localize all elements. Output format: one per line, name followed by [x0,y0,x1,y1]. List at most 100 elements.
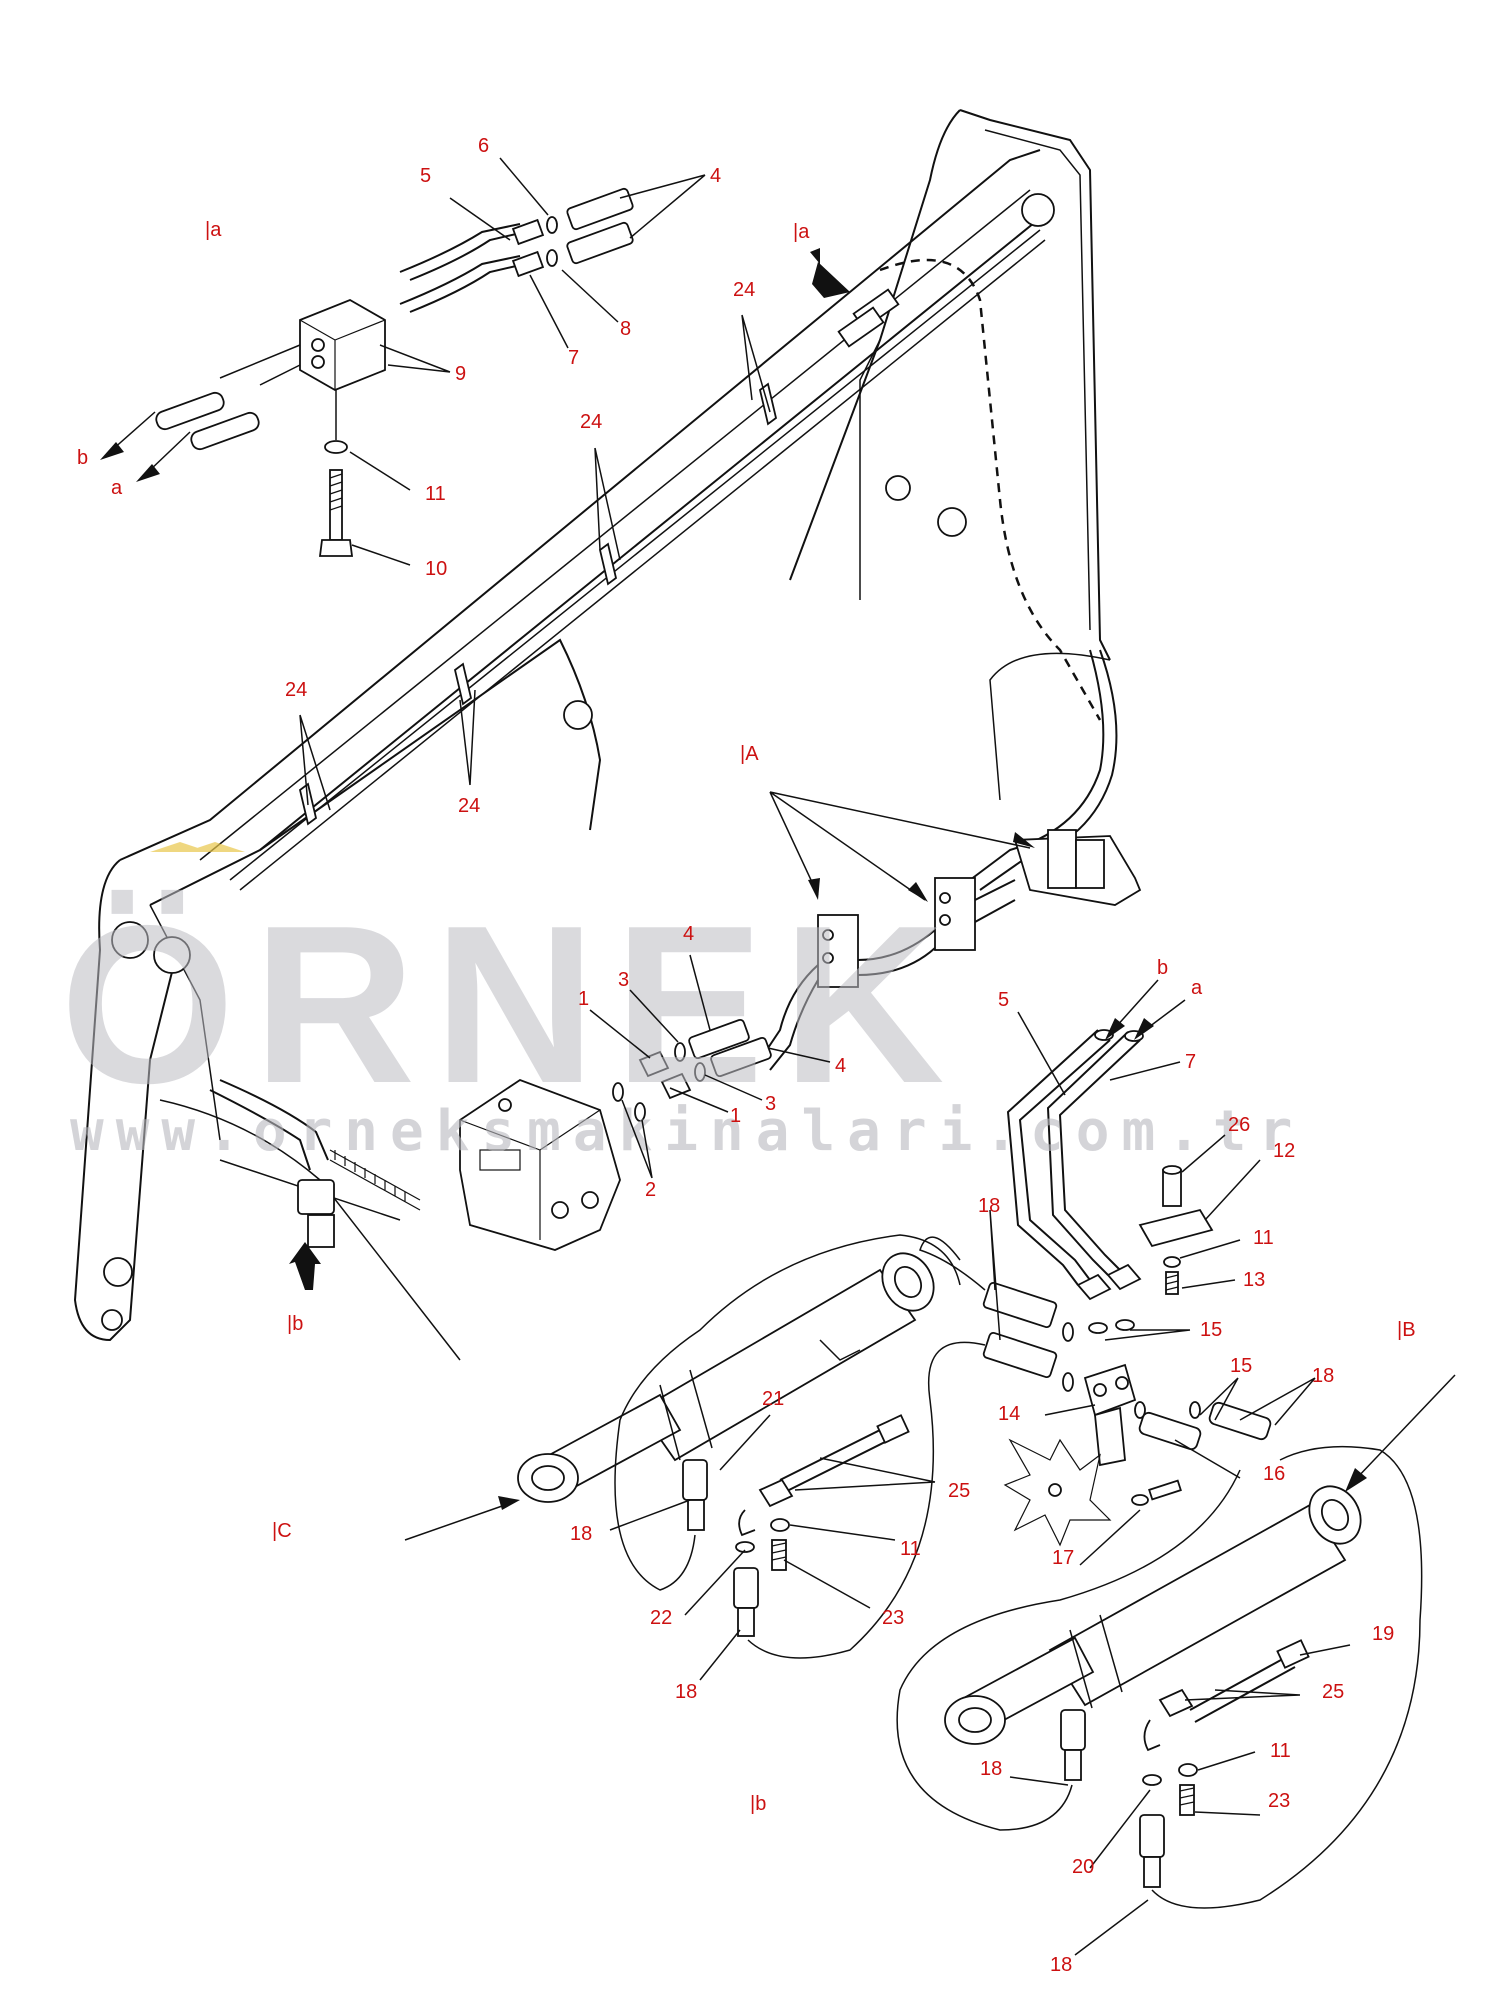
oring-15-a [1088,1322,1108,1334]
arm-outline [73,859,181,1342]
spacer-26-top [1162,1165,1182,1175]
clamp-block-right-1 [1047,829,1077,889]
boom-top-edge [119,149,1041,861]
bracket-assembly-12 [1138,1165,1214,1295]
oring-hose-upper [1062,1322,1074,1342]
callout-18-b-bottom: 18 [1050,1954,1072,1976]
leader-3a [629,989,679,1043]
leader-24d [459,689,476,786]
control-valve-port-3 [498,1098,512,1112]
ref-b-left: |b [287,1313,303,1335]
hose-18-C-top [682,1459,708,1501]
control-valve-edges [459,1109,601,1240]
arrow-B-line [1354,1374,1456,1481]
arm-pin-left [111,921,149,959]
callout-12: 12 [1273,1140,1295,1162]
callout-21: 21 [762,1388,784,1410]
callout-25-b: 25 [1322,1681,1344,1703]
leader-12 [1204,1159,1261,1221]
callout-24-lower: 24 [458,795,480,817]
leader-21 [719,1414,771,1471]
fitting-16-b [1208,1401,1272,1441]
manifold-port-2 [1115,1376,1129,1390]
callout-3-a: 3 [618,969,629,991]
callout-3-b: 3 [765,1093,776,1115]
oring-2-a [612,1082,624,1102]
leader-15b [1199,1377,1239,1421]
callout-labels: |a |a |A |b |B |C |b 5 6 4 7 8 9 11 10 b… [77,135,1416,1976]
pipe-5-right-b [1006,1029,1099,1286]
leader-6 [499,157,549,216]
cylinder-C-rod-eye-hole [531,1465,565,1491]
leader-19 [1299,1644,1351,1656]
arm-inner-line [149,904,221,1141]
boom-base-curve [989,652,1111,801]
bolt-10-shaft [329,469,343,541]
oring-2-b [634,1102,646,1122]
bolt-10-thread [329,473,343,511]
hose-18-B-bottom [1139,1814,1165,1858]
pipe-5-right-a [1018,1039,1111,1281]
clamp-mid-hole-2 [939,914,951,926]
callout-11-b: 11 [1270,1740,1291,1762]
arrow-C-head [498,1496,520,1510]
arrow-a-left-line [147,431,191,473]
manifold-14 [1003,1363,1182,1547]
hose-4-valve-a [688,1018,750,1060]
callout-14: 14 [998,1403,1020,1425]
leader-5b [1017,1011,1066,1096]
callout-15-a: 15 [1200,1319,1222,1341]
hose-to-valve-1 [759,964,819,1061]
hoses-18-manifold [919,1236,1074,1392]
hose-18-B-bottom-stem [1143,1856,1161,1888]
boom-bracket-pin [937,507,967,537]
pipe-7-end [511,250,545,278]
callout-23-c: 23 [882,1607,904,1629]
cylinder-C-barrel [638,1268,917,1462]
callout-18-c-top: 18 [570,1523,592,1545]
leader-23a [783,1559,871,1609]
arm-hose-2 [219,1079,329,1161]
arm-hose-1 [209,1089,311,1171]
callout-16: 16 [1263,1463,1285,1485]
arrow-C-line [404,1504,506,1541]
leader-4b [689,954,711,1031]
cylinder-C-eye-hole [893,1266,923,1298]
leader-25b [1184,1689,1301,1701]
leader-14 [1044,1404,1096,1416]
hidden-hose-path [879,258,1102,721]
washer-17 [1131,1494,1149,1506]
callout-1-b: 1 [730,1105,741,1127]
leader-8 [561,269,619,323]
callout-arrow-a-left: a [111,477,123,499]
pipe-7-upper [409,263,526,313]
adapter-1-b [660,1072,692,1100]
pipe-5-upper-b [399,223,521,273]
leader-3b [704,1074,763,1101]
control-valve-port-1 [551,1201,569,1219]
mounting-plate-hole [1048,1483,1062,1497]
top-middle-fittings [837,288,900,348]
cylinder-B-eye-hole [1320,1499,1350,1531]
callout-5-right: 5 [998,989,1009,1011]
clamp-9-hole-1 [311,338,325,352]
callout-13: 13 [1243,1269,1265,1291]
leader-17 [1079,1509,1141,1566]
arm-fitting-body [297,1179,335,1215]
leader-7b [1109,1061,1181,1081]
block-arrow-a-top [810,248,850,298]
control-valve-port-2 [581,1191,599,1209]
hose-18-lower [982,1331,1058,1379]
clamp-25-b [1158,1688,1194,1718]
clamp-blocks-A [759,829,1142,1071]
boom-bottom-edge [149,209,1051,906]
manifold-body [1083,1363,1137,1417]
clamp-9-hole-2 [311,355,325,369]
callout-25-c: 25 [948,1480,970,1502]
leader-10 [351,544,411,566]
oring-8 [546,249,558,267]
arrow-B-head [1345,1468,1367,1492]
manifold-port-1 [1093,1383,1107,1397]
